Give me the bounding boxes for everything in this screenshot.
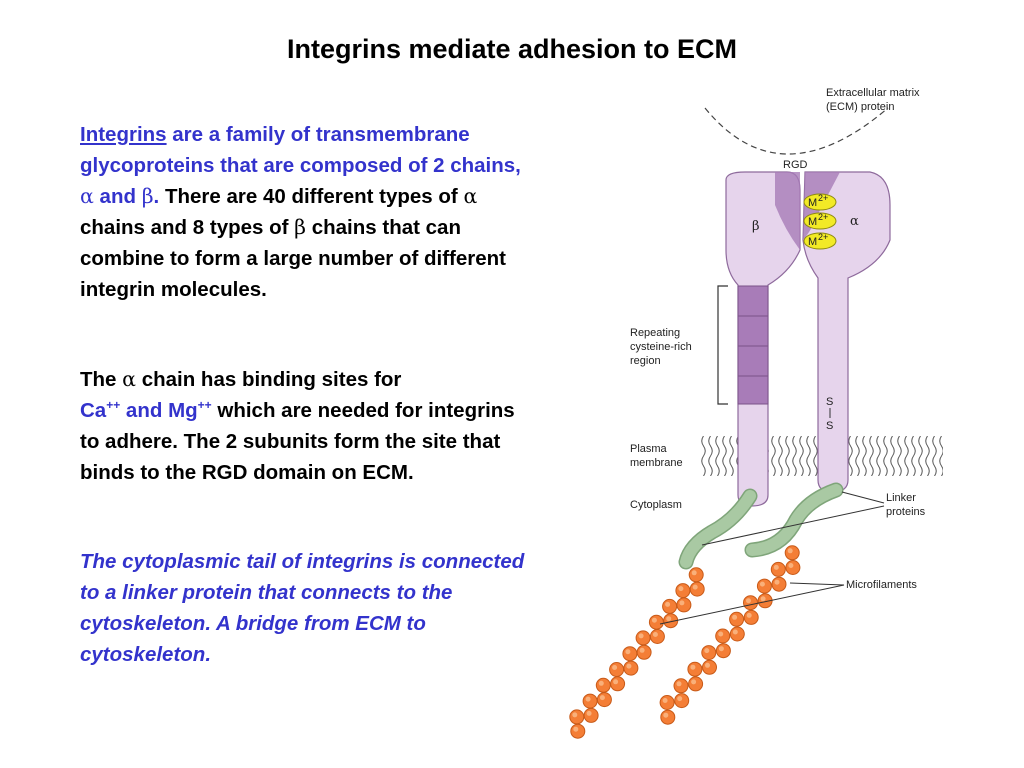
- actin-monomer: [610, 676, 626, 692]
- alpha-symbol: α: [80, 184, 94, 208]
- disulfide-s-top: S: [826, 396, 833, 408]
- actin-monomer: [715, 628, 731, 644]
- svg-text:M: M: [808, 236, 817, 248]
- svg-text:M: M: [808, 197, 817, 209]
- actin-monomer: [687, 661, 703, 677]
- rgd-label: RGD: [783, 159, 808, 171]
- beta-symbol: β: [141, 184, 154, 208]
- intro-blue-text: are a family of transmembrane glycoprote…: [80, 123, 521, 177]
- actin-monomer: [622, 646, 638, 662]
- actin-monomer: [743, 595, 758, 611]
- microfilaments: [569, 545, 801, 739]
- actin-monomer: [623, 660, 639, 676]
- svg-text:2+: 2+: [818, 232, 828, 242]
- actin-monomer: [756, 578, 772, 594]
- slide-title: Integrins mediate adhesion to ECM: [286, 34, 738, 64]
- alpha-symbol: α: [122, 367, 136, 391]
- binding-text-c: which are needed for integrins to adhere…: [80, 399, 515, 484]
- actin-monomer: [596, 692, 612, 708]
- actin-monomer: [583, 707, 599, 723]
- svg-text:M: M: [808, 216, 817, 228]
- actin-monomer: [673, 678, 689, 694]
- actin-monomer: [729, 611, 745, 627]
- linker-protein-2-fill: [746, 484, 842, 556]
- actin-monomer: [785, 560, 801, 575]
- actin-monomer: [689, 581, 705, 597]
- repeating-label-3: region: [630, 355, 661, 367]
- repeating-label-2: cysteine-rich: [630, 341, 692, 353]
- calcium-label: Ca: [80, 399, 107, 422]
- actin-monomer: [662, 598, 678, 614]
- actin-monomer: [635, 630, 651, 646]
- magnesium-label: and Mg: [120, 399, 198, 422]
- actin-monomer: [674, 693, 690, 709]
- paragraph-cytoplasmic-tail: The cytoplasmic tail of integrins is con…: [80, 550, 525, 666]
- svg-text:2+: 2+: [818, 212, 828, 222]
- linker-protein-1-fill: [680, 490, 756, 568]
- actin-monomer: [569, 709, 585, 725]
- ecm-protein-outline: [704, 107, 889, 155]
- metal-ion-3: M 2+: [803, 232, 837, 250]
- linker-label-2: proteins: [886, 506, 926, 518]
- intro-types-text-a: There are 40 different types of: [164, 185, 464, 208]
- actin-monomer: [784, 545, 800, 561]
- binding-text-a: The: [80, 368, 123, 391]
- beta-label: β: [752, 219, 760, 234]
- binding-text-b: chain has binding sites for: [136, 368, 402, 391]
- actin-monomer: [688, 676, 704, 692]
- beta-symbol: β: [294, 215, 307, 239]
- actin-monomer: [570, 723, 586, 739]
- and-text: and: [93, 185, 142, 208]
- alpha-symbol: α: [463, 184, 478, 208]
- actin-monomer: [715, 643, 731, 659]
- actin-monomer: [649, 629, 665, 644]
- metal-ion-2: M 2+: [803, 212, 837, 230]
- plasma-label-1: Plasma: [630, 443, 668, 455]
- intro-types-text-c: chains that can combine to form a large …: [80, 216, 506, 301]
- ecm-label-line2: (ECM) protein: [826, 101, 894, 113]
- paragraph-integrins-intro: Integrins are a family of transmembrane …: [80, 119, 525, 305]
- actin-monomer: [770, 561, 786, 577]
- integrins-term: Integrins: [80, 123, 167, 146]
- actin-monomer: [701, 645, 717, 661]
- microfilaments-label: Microfilaments: [846, 579, 917, 591]
- svg-text:2+: 2+: [818, 193, 828, 203]
- actin-monomer: [609, 662, 625, 677]
- disulfide-s-bottom: S: [826, 420, 833, 432]
- repeating-region-bracket: [717, 285, 728, 405]
- metal-ion-1: M 2+: [803, 193, 837, 211]
- calcium-charge: ++: [106, 398, 121, 412]
- actin-monomer: [659, 695, 675, 710]
- actin-monomer: [702, 659, 717, 675]
- linker-label-1: Linker: [886, 492, 916, 504]
- cytoplasm-label: Cytoplasm: [630, 499, 682, 511]
- period-text: .: [153, 185, 160, 208]
- alpha-subunit: [802, 171, 891, 493]
- cysteine-rich-region: [737, 285, 769, 405]
- plasma-label-2: membrane: [630, 457, 683, 469]
- intro-types-text-b: chains and 8 types of: [80, 216, 295, 239]
- actin-monomer: [636, 644, 652, 660]
- actin-monomer: [743, 609, 759, 625]
- beta-head-shading: [775, 172, 800, 250]
- repeating-label-1: Repeating: [630, 327, 680, 339]
- ecm-label-line1: Extracellular matrix: [826, 87, 920, 99]
- alpha-label: α: [850, 214, 859, 229]
- actin-monomer: [660, 709, 676, 725]
- actin-monomer: [688, 567, 704, 583]
- actin-monomer: [676, 597, 692, 613]
- actin-monomer: [648, 614, 664, 630]
- actin-monomer: [595, 677, 611, 693]
- magnesium-charge: ++: [197, 398, 212, 412]
- actin-monomer: [675, 583, 691, 599]
- actin-monomer: [729, 626, 745, 642]
- actin-monomer: [582, 693, 598, 709]
- actin-monomer: [771, 576, 787, 592]
